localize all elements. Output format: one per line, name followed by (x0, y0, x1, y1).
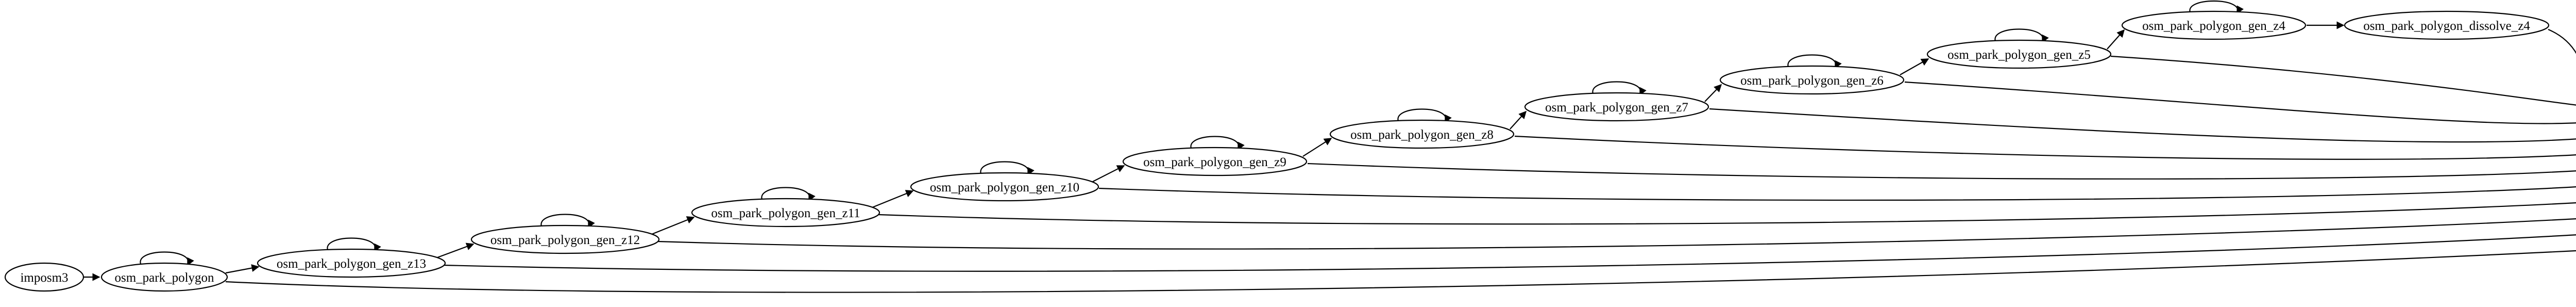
edge-gen_z10-gen_z9 (1092, 165, 1125, 182)
edge-gen_z12-layer-z12 (657, 218, 2576, 250)
node-osm_park_polygon_gen_z8: osm_park_polygon_gen_z8 (1329, 119, 1515, 149)
node-shape (4, 262, 84, 292)
node-shape (691, 198, 880, 228)
edge-gen_z13-layer-z13 (444, 234, 2576, 272)
node-shape (470, 224, 660, 254)
node-shape (1524, 92, 1709, 122)
edge-gen_z5-gen_z4 (2107, 29, 2125, 50)
self-loop-gen_z10 (980, 161, 1035, 176)
self-loop-gen_z13 (327, 237, 381, 252)
node-label: osm_park_polygon_gen_z8 (1350, 128, 1494, 142)
edge-gen_z9-gen_z8 (1302, 138, 1332, 157)
edge-gen_z12-gen_z11 (651, 216, 695, 235)
edge-gen_z7-layer-z7 (1709, 108, 2576, 143)
node-osm_park_polygon_dissolve_z4: osm_park_polygon_dissolve_z4 (2344, 10, 2550, 40)
node-osm_park_polygon_gen_z6: osm_park_polygon_gen_z6 (1719, 65, 1905, 95)
edge-gen_z5-layer-z5 (2110, 55, 2576, 106)
node-osm_park_polygon_gen_z7: osm_park_polygon_gen_z7 (1524, 92, 1709, 122)
edge-osm_park_polygon-layer-z14plus (225, 250, 2576, 293)
node-shape (1719, 65, 1905, 95)
edge-gen_z7-gen_z6 (1704, 84, 1722, 102)
node-osm_park_polygon_gen_z12: osm_park_polygon_gen_z12 (470, 224, 660, 254)
self-loop-gen_z12 (540, 214, 595, 229)
self-loop-gen_z8 (1397, 108, 1452, 123)
node-label: osm_park_polygon_gen_z4 (2142, 19, 2285, 33)
self-loop-gen_z5 (1994, 28, 2049, 43)
edge-gen_z11-layer-z11 (878, 202, 2576, 225)
node-shape (257, 248, 446, 278)
node-label: osm_park_polygon_gen_z10 (930, 181, 1079, 195)
self-loop-gen_z9 (1190, 136, 1245, 151)
node-shape (100, 262, 228, 292)
node-osm_park_polygon: osm_park_polygon (100, 262, 228, 292)
self-loop-gen_z6 (1787, 54, 1842, 69)
edge-gen_z6-gen_z5 (1900, 58, 1929, 75)
node-label: osm_park_polygon_gen_z5 (1947, 48, 2091, 62)
node-label: osm_park_polygon_gen_z6 (1740, 74, 1884, 88)
edge-gen_z9-layer-z9 (1307, 163, 2576, 180)
node-osm_park_polygon_gen_z10: osm_park_polygon_gen_z10 (910, 172, 1099, 202)
node-shape (2344, 10, 2550, 40)
node-osm_park_polygon_gen_z4: osm_park_polygon_gen_z4 (2121, 10, 2307, 40)
self-loop-osm_park_polygon (140, 251, 194, 266)
node-label: imposm3 (20, 271, 68, 285)
node-label: osm_park_polygon_gen_z13 (277, 257, 426, 271)
edge-gen_z6-layer-z6 (1904, 81, 2576, 124)
node-label: osm_park_polygon_gen_z7 (1545, 101, 1688, 115)
node-label: osm_park_polygon_gen_z11 (711, 206, 860, 220)
edge-gen_z10-layer-z10 (1098, 186, 2576, 201)
node-osm_park_polygon_gen_z13: osm_park_polygon_gen_z13 (257, 248, 446, 278)
self-loop-gen_z4 (2189, 1, 2244, 14)
node-shape (910, 172, 1099, 202)
node-osm_park_polygon_gen_z9: osm_park_polygon_gen_z9 (1122, 147, 1308, 176)
node-osm_park_polygon_gen_z5: osm_park_polygon_gen_z5 (1926, 39, 2112, 69)
node-shape (1122, 147, 1308, 176)
node-shape (2121, 10, 2307, 40)
self-loop-gen_z11 (761, 187, 816, 202)
node-shape (1926, 39, 2112, 69)
node-label: osm_park_polygon_dissolve_z4 (2363, 19, 2530, 33)
edge-osm_park_polygon-gen_z13 (225, 264, 260, 274)
edge-gen_z13-gen_z12 (437, 243, 474, 258)
node-label: osm_park_polygon_gen_z9 (1143, 155, 1286, 169)
self-loop-gen_z7 (1592, 81, 1647, 96)
edge-dissolve_z4-layer-z4 (2548, 28, 2576, 54)
node-imposm3: imposm3 (4, 262, 84, 292)
node-osm_park_polygon_gen_z11: osm_park_polygon_gen_z11 (691, 198, 880, 228)
node-label: osm_park_polygon (114, 271, 214, 285)
edge-gen_z11-gen_z10 (872, 190, 914, 208)
edge-gen_z8-layer-z8 (1514, 135, 2576, 160)
node-shape (1329, 119, 1515, 149)
edge-gen_z8-gen_z7 (1510, 110, 1527, 130)
node-label: osm_park_polygon_gen_z12 (490, 233, 640, 247)
